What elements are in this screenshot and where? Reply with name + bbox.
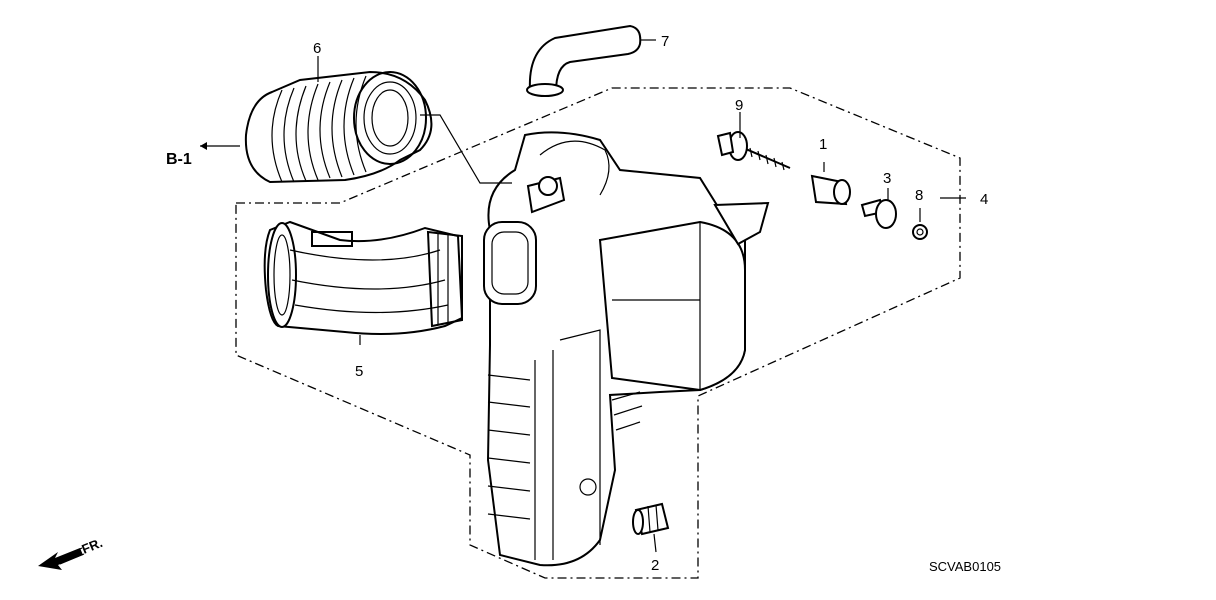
corrugated-duct-part [200, 70, 433, 184]
nut-part [912, 208, 928, 240]
leader-lines [317, 56, 741, 184]
part-number-9: 9 [735, 97, 743, 114]
part-number-7: 7 [661, 33, 669, 50]
collar-part [860, 188, 897, 229]
part-number-3: 3 [883, 170, 891, 187]
intake-tube-part [263, 220, 464, 345]
elbow-hose-part [526, 24, 656, 97]
part-number-5: 5 [355, 363, 363, 380]
part-number-8: 8 [915, 187, 923, 204]
reference-label: B-1 [166, 151, 192, 168]
air-box-part [483, 131, 966, 567]
grommet-part [810, 162, 851, 206]
part-number-6: 6 [313, 40, 321, 57]
drawing-code: SCVAB0105 [929, 559, 1001, 574]
part-number-2: 2 [651, 557, 659, 574]
part-number-1: 1 [819, 136, 827, 153]
assembly-boundary [235, 87, 961, 579]
bolt-part [716, 131, 791, 171]
direction-label: FR. [80, 535, 105, 557]
front-direction-arrow [38, 547, 85, 570]
part-number-4: 4 [980, 191, 988, 208]
drain-plug-part [632, 502, 670, 553]
